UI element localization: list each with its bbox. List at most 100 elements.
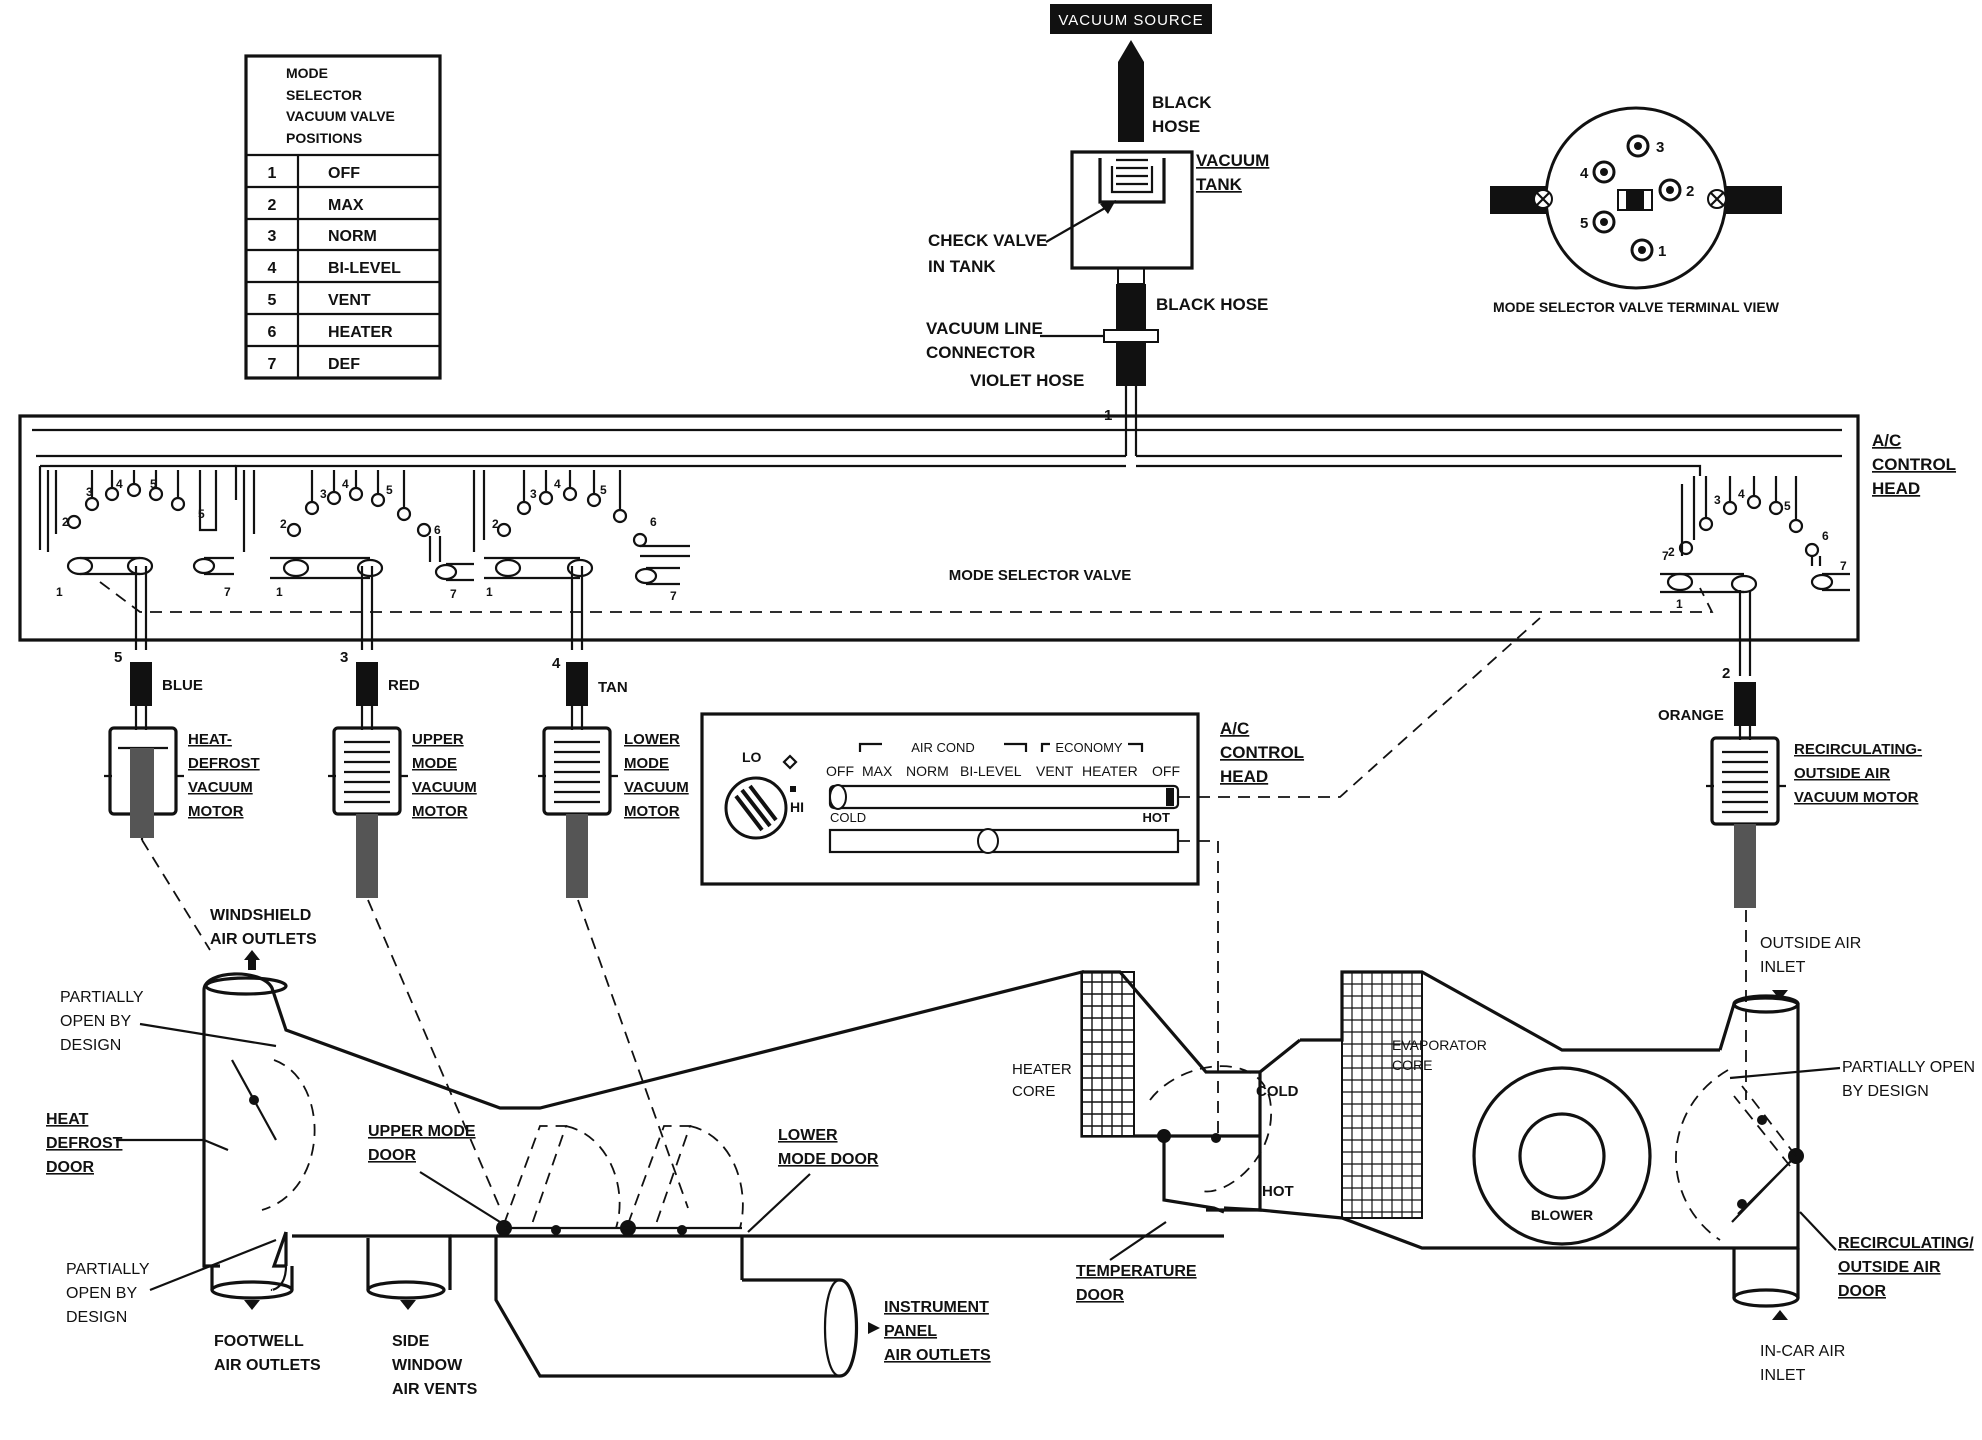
- lower-mode-door-label: LOWER: [778, 1127, 838, 1144]
- legend-row-label: BI-LEVEL: [328, 260, 401, 277]
- svg-text:3: 3: [1714, 493, 1721, 507]
- arrow-up-icon: [244, 950, 260, 960]
- violet-hose-label: VIOLET HOSE: [970, 371, 1084, 390]
- legend-row-number: 5: [268, 292, 277, 309]
- legend-row-number: 6: [268, 324, 277, 341]
- upper-mode-door-label: UPPER MODE: [368, 1123, 476, 1140]
- source-arrow-icon: [1118, 40, 1144, 62]
- svg-text:1: 1: [276, 585, 283, 599]
- heater-core-label: HEATER: [1012, 1061, 1072, 1078]
- svg-text:6: 6: [650, 515, 657, 529]
- temp-lever: [977, 828, 999, 854]
- arrow-down-icon: [400, 1300, 416, 1310]
- in-car-inlet-label: IN-CAR AIR: [1760, 1343, 1845, 1360]
- instrument-panel-outlet: [839, 1278, 859, 1378]
- in-car-inlet-label: INLET: [1760, 1367, 1806, 1384]
- arrow-down-icon: [244, 1300, 260, 1310]
- control-panel-label: A/C: [1220, 719, 1249, 738]
- svg-text:4: 4: [554, 477, 561, 491]
- mode-selector-valve-label: MODE SELECTOR VALVE: [949, 567, 1132, 584]
- heat-defrost-door-label: HEAT: [46, 1111, 89, 1128]
- partially-open-label: PARTIALLY: [60, 989, 144, 1006]
- blue-hose: [130, 662, 152, 706]
- legend-row-label: HEATER: [328, 324, 393, 341]
- cold-label: COLD: [830, 810, 866, 825]
- svg-text:2: 2: [1668, 545, 1675, 559]
- instrument-panel-label: PANEL: [884, 1323, 937, 1340]
- temperature-door-label: TEMPERATURE: [1076, 1263, 1197, 1280]
- footwell-label: AIR OUTLETS: [214, 1357, 321, 1374]
- control-head-label: CONTROL: [1872, 455, 1956, 474]
- evaporator-core-label: EVAPORATOR: [1392, 1037, 1487, 1053]
- control-head-label: HEAD: [1872, 479, 1920, 498]
- motor-label: MOTOR: [624, 803, 680, 820]
- motor-label: MOTOR: [188, 803, 244, 820]
- partially-open-label: DESIGN: [66, 1309, 127, 1326]
- partially-open-label: OPEN BY: [66, 1285, 137, 1302]
- windshield-label: WINDSHIELD: [210, 907, 311, 924]
- duct-labels: WINDSHIELD AIR OUTLETS PARTIALLY OPEN BY…: [46, 907, 1975, 1398]
- blue-line-label: BLUE: [162, 677, 203, 694]
- position-label: MAX: [862, 763, 893, 779]
- position-label: BI-LEVEL: [960, 763, 1022, 779]
- svg-text:5: 5: [1784, 499, 1791, 513]
- terminal-view-label: MODE SELECTOR VALVE TERMINAL VIEW: [1493, 299, 1780, 315]
- orange-line-label: ORANGE: [1658, 707, 1724, 724]
- tan-line-label: TAN: [598, 679, 628, 696]
- vacuum-source-label: VACUUM SOURCE: [1058, 12, 1203, 29]
- svg-text:2: 2: [62, 515, 69, 529]
- black-hose-top-label: HOSE: [1152, 117, 1200, 136]
- blower-label: BLOWER: [1531, 1207, 1593, 1223]
- lower-mode-door-label: MODE DOOR: [778, 1151, 879, 1168]
- lower-mode-vacuum-motor: LOWER MODE VACUUM MOTOR: [538, 726, 689, 898]
- svg-text:1: 1: [1676, 597, 1683, 611]
- motor-label: MODE: [624, 755, 669, 772]
- svg-text:1: 1: [486, 585, 493, 599]
- motor-label: DEFROST: [188, 755, 260, 772]
- motor-label: MOTOR: [412, 803, 468, 820]
- duct-assembly: [202, 950, 1804, 1378]
- legend-row-number: 7: [268, 356, 277, 373]
- partially-open-label: OPEN BY: [60, 1013, 131, 1030]
- recirc-door-label: OUTSIDE AIR: [1838, 1259, 1941, 1276]
- upper-mode-vacuum-motor: UPPER MODE VACUUM MOTOR: [328, 726, 477, 898]
- cold-duct-label: COLD: [1256, 1083, 1299, 1100]
- heat-defrost-door-label: DEFROST: [46, 1135, 123, 1152]
- legend-row-number: 3: [268, 228, 277, 245]
- svg-text:5: 5: [600, 483, 607, 497]
- fan-icon: [782, 754, 798, 770]
- heat-defrost-vacuum-motor: HEAT- DEFROST VACUUM MOTOR: [104, 726, 260, 840]
- motor-label: LOWER: [624, 731, 680, 748]
- tan-hose: [566, 662, 588, 706]
- black-hose-top: [1118, 62, 1144, 142]
- mode-lever: [829, 784, 847, 810]
- windshield-outlet: [204, 976, 288, 996]
- terminal-view: 3 4 2 5 1 MODE SELECTOR VALVE TERMINAL V…: [1490, 106, 1782, 315]
- motor-label: VACUUM MOTOR: [1794, 789, 1919, 806]
- legend-row-label: NORM: [328, 228, 377, 245]
- vacuum-tank: [1070, 150, 1194, 270]
- vacuum-lines: 5 BLUE 3 RED 4 TAN 2 ORANGE: [114, 566, 1756, 740]
- terminal-port-label: 1: [1658, 243, 1666, 260]
- motor-label: HEAT-: [188, 731, 232, 748]
- recirc-vacuum-motor: RECIRCULATING- OUTSIDE AIR VACUUM MOTOR: [1706, 736, 1922, 908]
- arrow-up-icon: [1772, 1310, 1788, 1320]
- svg-text:3: 3: [320, 487, 327, 501]
- svg-text:7: 7: [450, 587, 457, 601]
- vacuum-source: VACUUM SOURCE BLACK HOSE VACUUM TANK CHE…: [926, 4, 1269, 456]
- partially-open-label: DESIGN: [60, 1037, 121, 1054]
- connector-label: CONNECTOR: [926, 343, 1035, 362]
- terminal-port-label: 2: [1686, 183, 1694, 200]
- legend-title-line: POSITIONS: [286, 130, 362, 146]
- tan-line-number: 4: [552, 655, 561, 672]
- vacuum-line-connector: [1103, 329, 1159, 343]
- orange-hose: [1734, 682, 1756, 726]
- svg-text:7: 7: [670, 589, 677, 603]
- legend-row-label: VENT: [328, 292, 371, 309]
- terminal-port-label: 4: [1580, 165, 1589, 182]
- svg-text:3: 3: [86, 485, 93, 499]
- motor-label: VACUUM: [624, 779, 689, 796]
